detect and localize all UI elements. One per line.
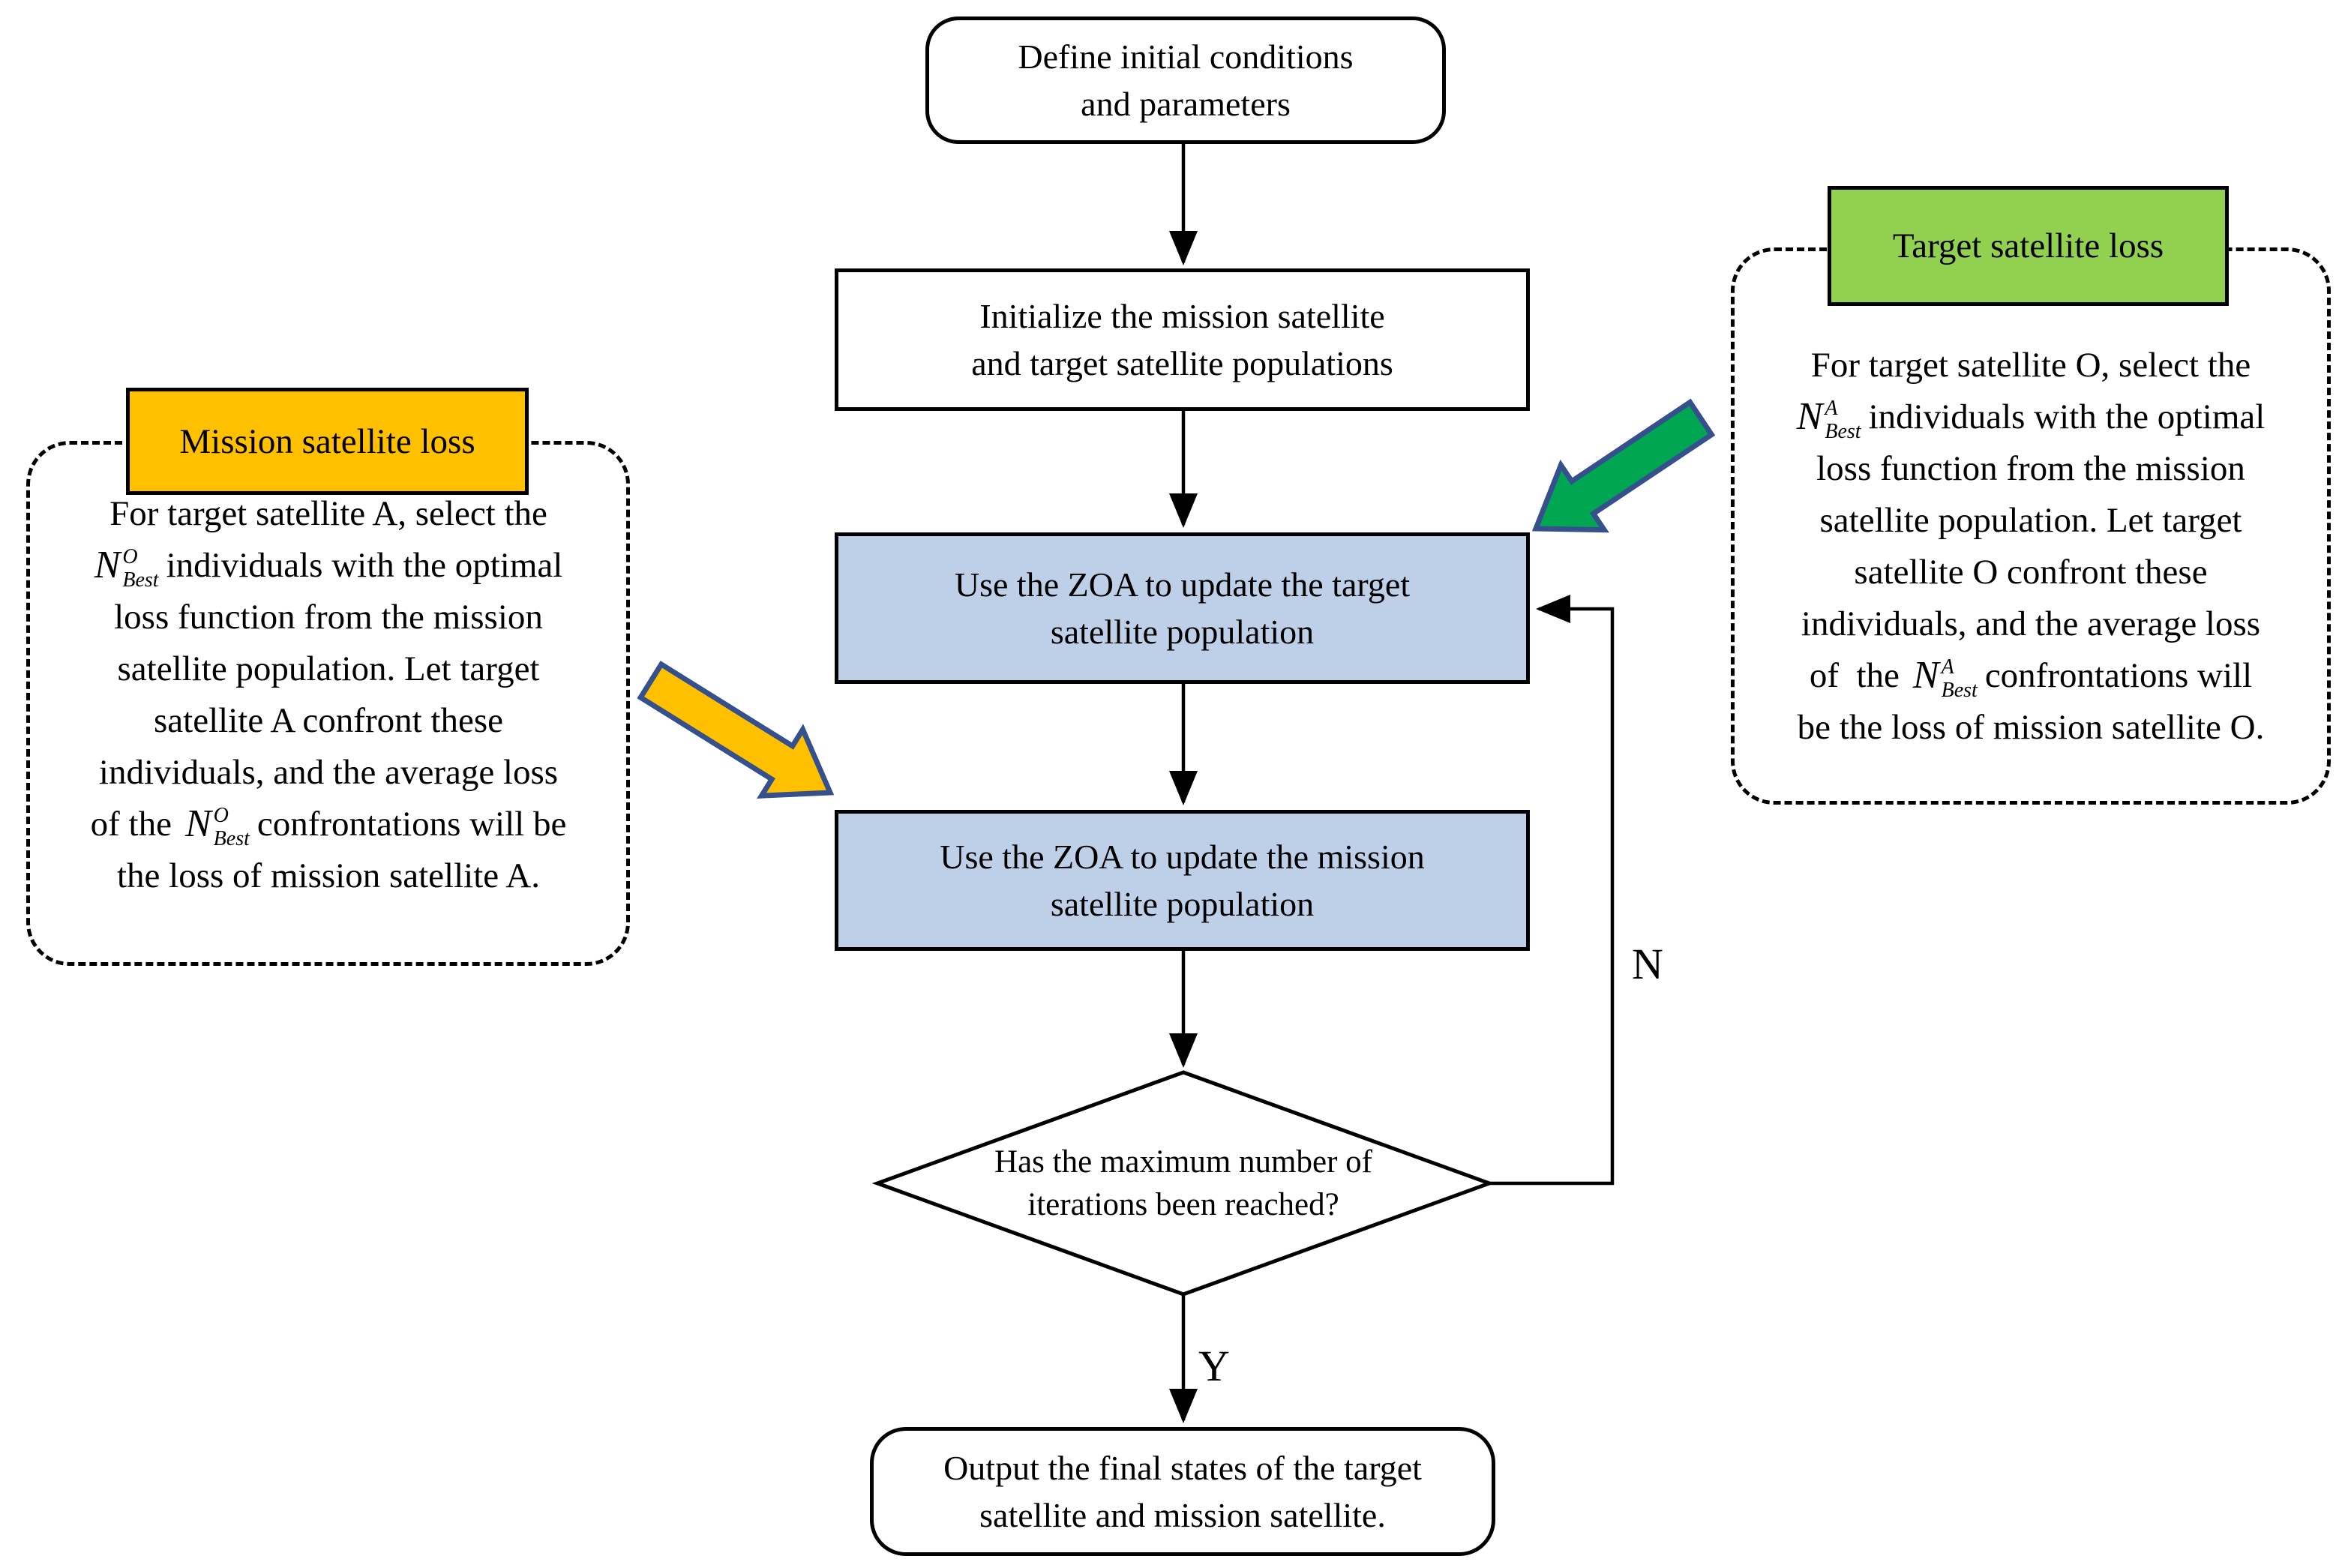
decision-line2: iterations been reached? bbox=[1027, 1187, 1339, 1222]
mission-loss-text-line: individuals, and the average loss bbox=[98, 752, 559, 792]
label-no: N bbox=[1632, 940, 1663, 988]
target-loss-callout-arrow bbox=[1531, 398, 1716, 533]
init-node: Initialize the mission satellite and tar… bbox=[835, 268, 1530, 411]
mission-loss-callout-arrow bbox=[637, 661, 835, 799]
mission-loss-text-line: the loss of mission satellite A. bbox=[117, 856, 540, 895]
update-mission-line1: Use the ZOA to update the mission bbox=[940, 838, 1425, 876]
output-node-line1: Output the final states of the target bbox=[943, 1449, 1422, 1487]
update-mission-node: Use the ZOA to update the mission satell… bbox=[835, 810, 1530, 951]
mission-loss-text-line: For target satellite A, select the bbox=[109, 493, 547, 533]
target-loss-title: Target satellite loss bbox=[1828, 186, 2229, 306]
output-node-line2: satellite and mission satellite. bbox=[979, 1496, 1386, 1534]
target-loss-text-line: individuals, and the average loss bbox=[1801, 604, 2261, 643]
decision-line1: Has the maximum number of bbox=[994, 1144, 1372, 1180]
mission-loss-text-line: satellite population. Let target bbox=[117, 649, 540, 688]
init-node-line2: and target satellite populations bbox=[971, 344, 1393, 382]
decision-node: Has the maximum number of iterations bee… bbox=[877, 1102, 1489, 1264]
target-loss-text-line: satellite population. Let target bbox=[1819, 500, 2242, 540]
update-target-node: Use the ZOA to update the target satelli… bbox=[835, 532, 1530, 684]
init-node-line1: Initialize the mission satellite bbox=[979, 297, 1385, 335]
target-loss-text-line: be the loss of mission satellite O. bbox=[1797, 707, 2265, 747]
label-yes: Y bbox=[1198, 1342, 1230, 1390]
start-node-line1: Define initial conditions bbox=[1018, 37, 1354, 76]
start-node-line2: and parameters bbox=[1081, 85, 1291, 123]
target-loss-text-line: For target satellite O, select the bbox=[1810, 345, 2251, 385]
output-node: Output the final states of the target sa… bbox=[870, 1427, 1495, 1556]
target-loss-text-line: loss function from the mission bbox=[1816, 448, 2245, 488]
target-loss-text-line: satellite O confront these bbox=[1854, 552, 2208, 592]
mission-loss-text-line: satellite A confront these bbox=[154, 700, 503, 740]
mission-loss-text-line: loss function from the mission bbox=[114, 597, 543, 637]
update-target-line1: Use the ZOA to update the target bbox=[954, 565, 1411, 604]
update-target-line2: satellite population bbox=[1050, 613, 1315, 651]
update-mission-line2: satellite population bbox=[1050, 885, 1315, 923]
start-node: Define initial conditions and parameters bbox=[925, 16, 1446, 144]
mission-loss-title: Mission satellite loss bbox=[126, 388, 529, 495]
